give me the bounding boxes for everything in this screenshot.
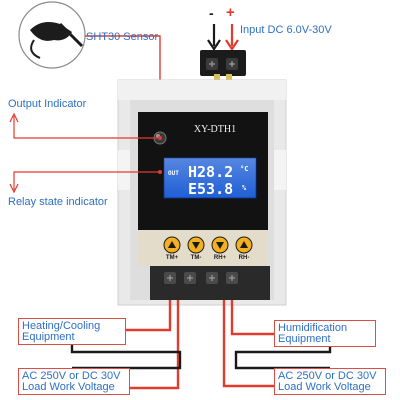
lcd-display: [163, 157, 257, 199]
lcd-humidity-unit: %: [242, 184, 247, 192]
sensor-label: SHT30 Sensor: [86, 31, 159, 43]
power-input-label: Input DC 6.0V-30V: [240, 24, 332, 36]
bottom-terminals: [164, 272, 238, 284]
power-arrows: [207, 24, 239, 51]
button-label-tm-minus: TM-: [190, 255, 202, 261]
button-label-rh-minus: RH-: [238, 255, 250, 261]
lcd-temperature-unit: °C: [240, 165, 248, 173]
power-plus-sign: +: [226, 4, 235, 21]
lcd-temperature: H28.2: [188, 163, 233, 181]
load-voltage-box-right: AC 250V or DC 30V Load Work Voltage: [274, 368, 386, 395]
sensor-inset: [18, 1, 86, 69]
humidification-line1: Humidification: [278, 322, 348, 334]
load-left-line2: Load Work Voltage: [22, 381, 115, 393]
lcd-out-tag: OUT: [168, 170, 179, 177]
lcd-readout: OUT H28.2 °C E53.8 %: [168, 163, 248, 198]
power-minus-sign: -: [209, 5, 214, 21]
load-voltage-box-left: AC 250V or DC 30V Load Work Voltage: [18, 368, 130, 395]
load-right-line2: Load Work Voltage: [278, 381, 371, 393]
output-indicator-label: Output Indicator: [8, 98, 87, 110]
heating-cooling-box: Heating/Cooling Equipment: [18, 318, 126, 345]
sensor-cable: [85, 35, 161, 82]
load-right-line1: AC 250V or DC 30V: [278, 370, 377, 382]
button-label-tm-plus: TM+: [165, 255, 179, 261]
heating-cooling-line2: Equipment: [22, 331, 75, 343]
device-model: XY-DTH1: [193, 124, 237, 135]
button-label-rh-plus: RH+: [213, 255, 227, 261]
button-row: [163, 236, 253, 254]
heating-cooling-line1: Heating/Cooling: [22, 320, 101, 332]
callout-lines: [9, 112, 160, 194]
humidification-box: Humidification Equipment: [274, 320, 376, 347]
lcd-humidity: E53.8: [188, 180, 233, 198]
relay-state-label: Relay state indicator: [8, 196, 108, 208]
load-wiring: [70, 300, 332, 390]
top-terminal-block: [200, 50, 246, 82]
load-left-line1: AC 250V or DC 30V: [22, 370, 121, 382]
humidification-line2: Equipment: [278, 333, 331, 345]
